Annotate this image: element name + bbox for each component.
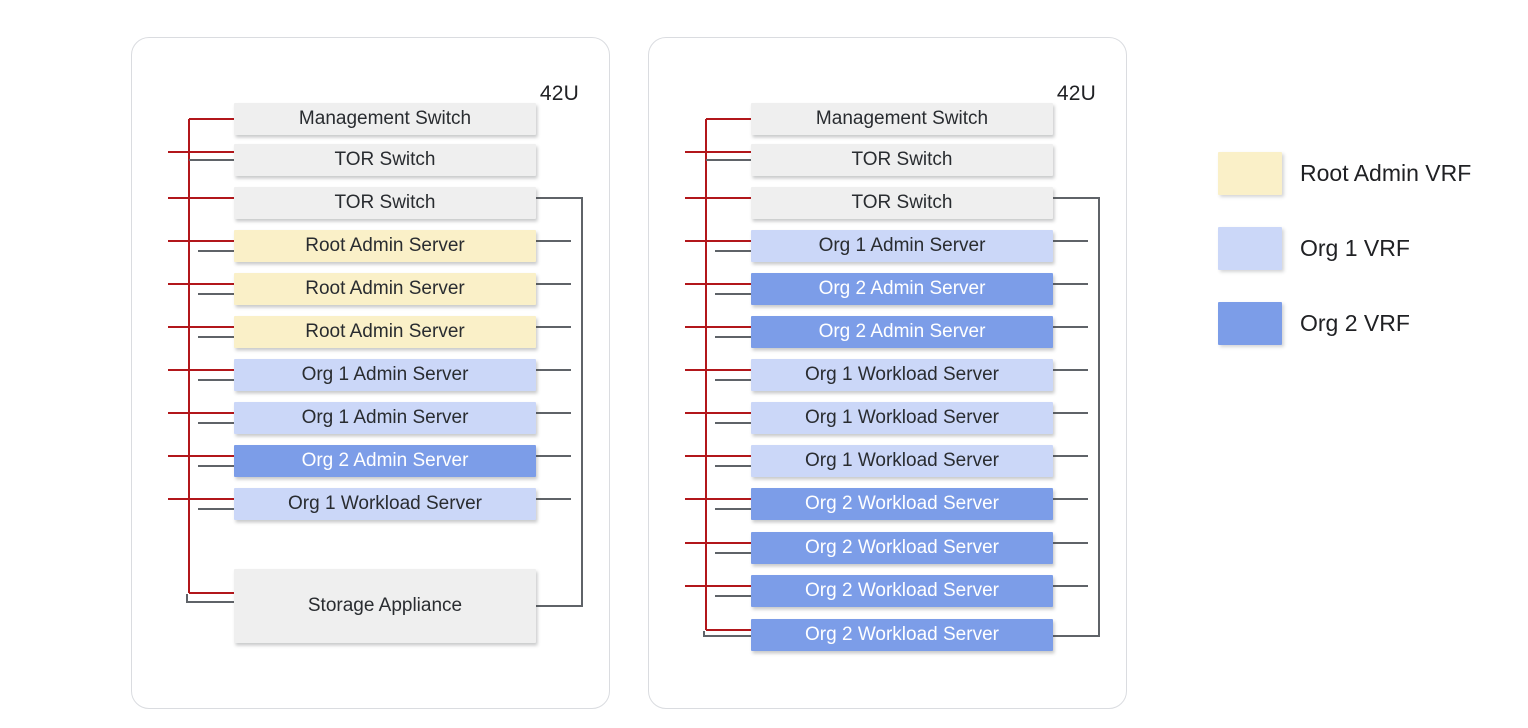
rack2-unit-org2-admin-1: Org 2 Admin Server	[751, 273, 1053, 305]
rack1-unit-storage-appliance: Storage Appliance	[234, 569, 536, 643]
rack-2-management-network-lines	[685, 118, 751, 631]
rack1-unit-root-admin-1: Root Admin Server	[234, 230, 536, 262]
legend-label-org1-vrf: Org 1 VRF	[1300, 235, 1410, 261]
rack-1-management-network-lines	[168, 118, 234, 594]
rack2-unit-tor-switch-2: TOR Switch	[751, 187, 1053, 219]
rack2-unit-org1-workload-3: Org 1 Workload Server	[751, 445, 1053, 477]
rack-2: 42U	[648, 37, 1127, 709]
rack2-unit-org2-admin-2: Org 2 Admin Server	[751, 316, 1053, 348]
rack2-unit-org2-workload-4: Org 2 Workload Server	[751, 619, 1053, 651]
rack2-unit-tor-switch-1: TOR Switch	[751, 144, 1053, 176]
rack2-unit-org2-workload-2: Org 2 Workload Server	[751, 532, 1053, 564]
rack1-unit-org1-admin-2: Org 1 Admin Server	[234, 402, 536, 434]
rack2-unit-org2-workload-3: Org 2 Workload Server	[751, 575, 1053, 607]
rack-1: 42U	[131, 37, 610, 709]
rack-1-capacity-label: 42U	[539, 82, 579, 105]
rack1-unit-org2-admin: Org 2 Admin Server	[234, 445, 536, 477]
legend-label-org2-vrf: Org 2 VRF	[1300, 310, 1410, 336]
rack2-unit-org1-admin: Org 1 Admin Server	[751, 230, 1053, 262]
rack1-unit-tor-switch-1: TOR Switch	[234, 144, 536, 176]
rack1-unit-org1-admin-1: Org 1 Admin Server	[234, 359, 536, 391]
rack1-unit-root-admin-2: Root Admin Server	[234, 273, 536, 305]
legend-label-root-admin-vrf: Root Admin VRF	[1300, 160, 1472, 186]
rack1-unit-org1-workload: Org 1 Workload Server	[234, 488, 536, 520]
rack2-unit-management-switch: Management Switch	[751, 103, 1053, 135]
rack1-unit-root-admin-3: Root Admin Server	[234, 316, 536, 348]
rack2-unit-org2-workload-1: Org 2 Workload Server	[751, 488, 1053, 520]
rack2-unit-org1-workload-1: Org 1 Workload Server	[751, 359, 1053, 391]
legend-swatch-org1-vrf	[1218, 227, 1282, 270]
rack1-unit-tor-switch-2: TOR Switch	[234, 187, 536, 219]
legend-swatch-org2-vrf	[1218, 302, 1282, 345]
legend-swatch-root-admin-vrf	[1218, 152, 1282, 195]
rack1-unit-management-switch: Management Switch	[234, 103, 536, 135]
rack2-unit-org1-workload-2: Org 1 Workload Server	[751, 402, 1053, 434]
rack-2-capacity-label: 42U	[1056, 82, 1096, 105]
